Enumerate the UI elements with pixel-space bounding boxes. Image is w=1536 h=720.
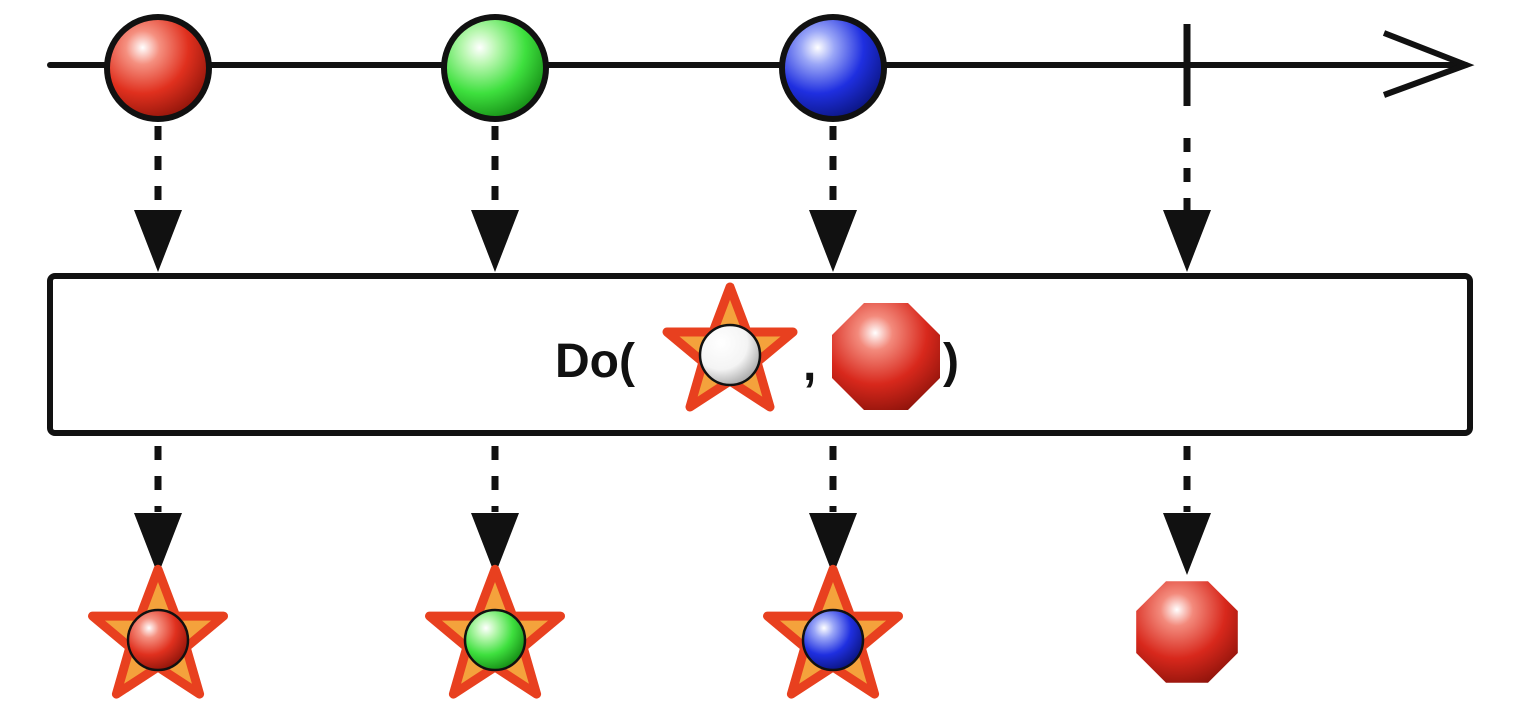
output-items [88,564,1238,699]
arrow-out-1 [134,446,182,575]
arrow-in-4 [1163,138,1211,272]
arrow-out-4 [1163,446,1211,575]
input-marble-blue [779,14,887,122]
operator-label-prefix: Do( [555,335,635,388]
operator-label-separator: , [803,338,816,391]
input-marble-green [441,14,549,122]
input-marbles [104,14,887,122]
arrow-in-3 [809,126,857,272]
star-callback-icon [662,282,798,412]
operator-label-suffix: ) [943,335,959,388]
output-star-blue [763,564,903,699]
input-marble-red [104,14,212,122]
arrows-into-operator [134,126,1211,272]
output-star-red [88,564,228,699]
output-star-green [425,564,565,699]
arrows-out-of-operator [134,446,1211,575]
output-stop-octagon [1136,581,1238,683]
arrow-in-2 [471,126,519,272]
arrow-in-1 [134,126,182,272]
arrow-out-2 [471,446,519,575]
timeline-arrowhead [1382,30,1475,98]
arrow-out-3 [809,446,857,575]
stop-octagon-icon [832,303,940,410]
